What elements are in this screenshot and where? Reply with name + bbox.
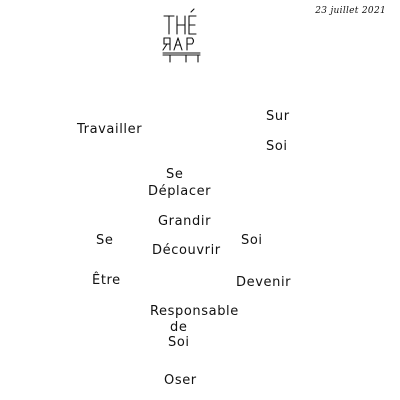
word-decouvrir: Découvrir	[152, 243, 221, 258]
word-de: de	[170, 320, 188, 335]
word-soi-bottom: Soi	[168, 335, 190, 350]
word-devenir: Devenir	[236, 275, 292, 290]
word-deplacer: Déplacer	[148, 184, 212, 199]
word-responsable: Responsable	[150, 304, 239, 319]
word-soi-right: Soi	[241, 233, 263, 248]
word-soi-top: Soi	[266, 139, 288, 154]
word-se-top: Se	[166, 167, 184, 182]
word-se-left: Se	[96, 233, 114, 248]
word-etre: Être	[92, 273, 121, 288]
word-grandir: Grandir	[158, 214, 212, 229]
word-travailler: Travailler	[77, 122, 143, 137]
word-sur: Sur	[266, 109, 290, 124]
word-oser: Oser	[164, 373, 197, 388]
therapy-logo	[162, 8, 201, 63]
date-label: 23 juillet 2021	[315, 6, 386, 16]
